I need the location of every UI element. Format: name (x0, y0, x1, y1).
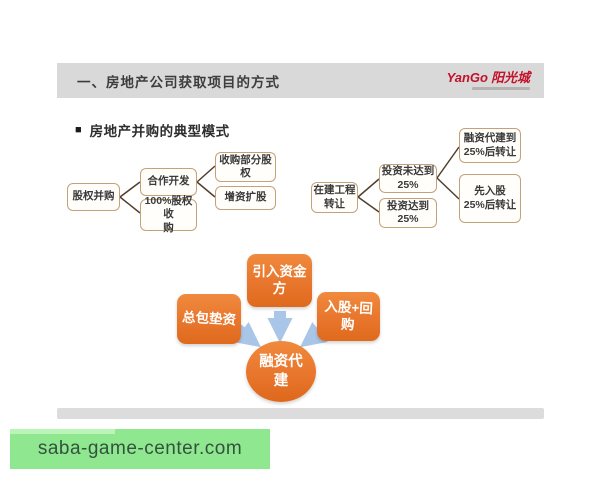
funding-target-financed-build: 融资代 建 (246, 341, 316, 402)
slide-title: 一、房地产公司获取项目的方式 (77, 74, 280, 90)
connector-line (196, 165, 216, 183)
funding-source-label: 总包垫资 (181, 309, 237, 327)
connector-line (119, 181, 141, 198)
connector-line (436, 146, 460, 179)
watermark-highlight-strip (10, 429, 115, 434)
node-financed-build-transfer: 融资代建到 25%后转让 (459, 128, 521, 163)
header-bar: 一、房地产公司获取项目的方式 YanGo 阳光城 (57, 63, 544, 98)
node-equity-first-transfer: 先入股 25%后转让 (459, 174, 521, 223)
connector-line (196, 181, 216, 198)
yango-logo-row: YanGo 阳光城 (447, 71, 530, 84)
funding-source-label: 入股+回 购 (324, 298, 374, 332)
funding-source-introduce-capital: 引入资金 方 (247, 254, 312, 307)
watermark-text: saba-game-center.com (37, 438, 243, 459)
connector-line (357, 196, 380, 213)
footer-divider-bar (57, 408, 544, 419)
node-investment-reached-25pct: 投资达到 25% (379, 198, 437, 228)
logo-cjk-text: 阳光城 (490, 70, 530, 85)
funding-source-general-contractor-advance: 总包垫资 (177, 294, 241, 344)
funding-source-label: 引入资金 方 (252, 263, 307, 296)
node-equity-merger: 股权并购 (67, 183, 120, 211)
watermark-box: saba-game-center.com (10, 429, 270, 469)
connector-line (357, 178, 380, 198)
node-construction-transfer: 在建工程 转让 (311, 182, 358, 213)
section-title: 房地产并购的典型模式 (89, 124, 230, 139)
logo-tagline (472, 87, 530, 90)
connector-line (436, 177, 460, 200)
node-100pct-equity-acquisition: 100%股权收 购 (140, 195, 197, 234)
connector-line (119, 196, 141, 214)
yango-logo: YanGo 阳光城 (447, 71, 530, 90)
logo-latin-text: YanGo (446, 70, 488, 85)
funding-source-equity-buyback: 入股+回 购 (317, 292, 380, 341)
node-partial-equity-acquisition: 收购部分股 权 (215, 152, 276, 182)
bullet-square-icon: ■ (75, 123, 82, 136)
node-capital-increase: 增资扩股 (215, 186, 276, 210)
node-cooperative-development: 合作开发 (140, 168, 197, 196)
node-investment-below-25pct: 投资未达到 25% (379, 164, 437, 193)
section-heading: ■ 房地产并购的典型模式 (75, 120, 230, 140)
